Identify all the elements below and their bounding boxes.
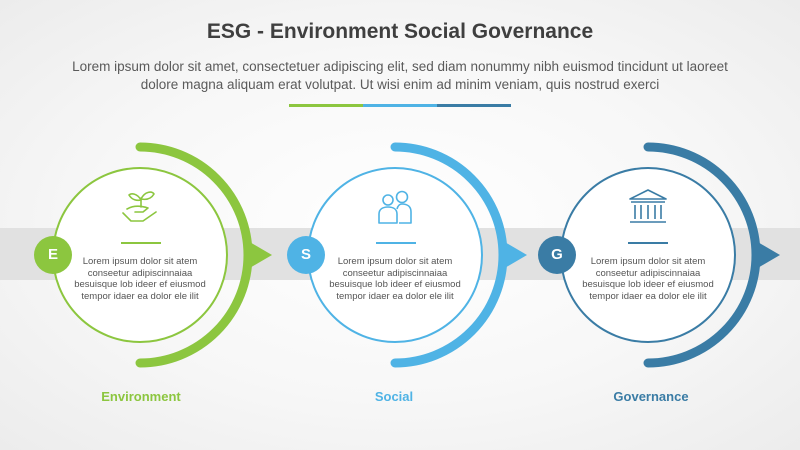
environment-inner-circle <box>52 167 228 343</box>
social-label: Social <box>374 389 414 404</box>
governance-arrow <box>756 241 780 269</box>
social-letter: S <box>300 246 311 263</box>
subtitle: Lorem ipsum dolor sit amet, consectetuer… <box>72 59 728 92</box>
environment-letter: E <box>47 246 58 263</box>
environment-description: Lorem ipsum dolor sit atem conseetur adi… <box>74 256 206 302</box>
governance-label: Governance <box>613 389 689 404</box>
governance-letter: G <box>551 246 563 263</box>
social-circle-group <box>287 142 527 368</box>
environment-circle-group <box>34 142 272 368</box>
governance-circle-group <box>538 142 780 368</box>
government-building-icon <box>629 189 667 223</box>
social-badge <box>287 236 325 274</box>
page-title: ESG - Environment Social Governance <box>206 20 594 43</box>
people-icon <box>378 190 412 224</box>
environment-arrow <box>248 241 272 269</box>
divider-social <box>363 104 437 107</box>
divider-governance <box>437 104 511 107</box>
social-arrow <box>503 241 527 269</box>
governance-inner-circle <box>560 167 736 343</box>
governance-description: Lorem ipsum dolor sit atem conseetur adi… <box>582 256 714 302</box>
social-inner-circle <box>307 167 483 343</box>
environment-label: Environment <box>101 389 181 404</box>
divider-environment <box>289 104 363 107</box>
hand-holding-plant-icon <box>122 191 157 222</box>
social-description: Lorem ipsum dolor sit atem conseetur adi… <box>329 256 461 302</box>
governance-badge <box>538 236 576 274</box>
environment-badge <box>34 236 72 274</box>
